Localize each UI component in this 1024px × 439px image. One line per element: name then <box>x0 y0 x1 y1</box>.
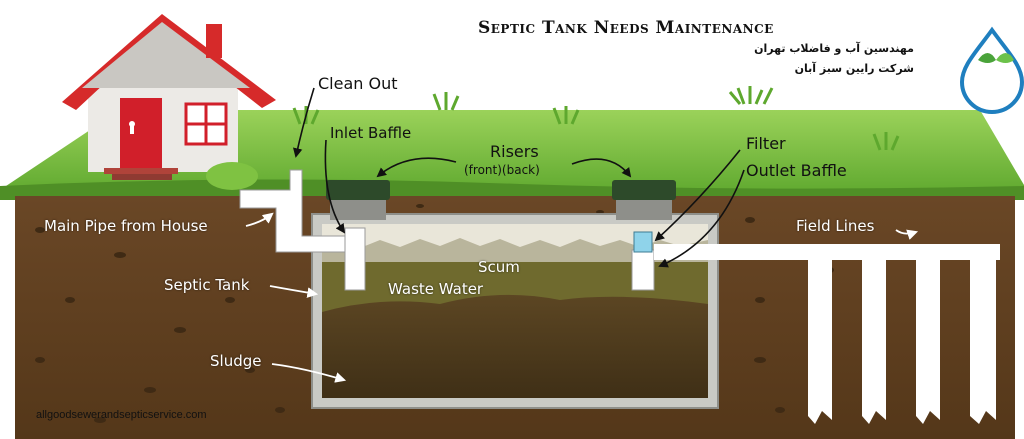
label-main-pipe: Main Pipe from House <box>44 217 208 235</box>
leader-arrows-white <box>245 212 919 383</box>
riser-front <box>326 180 390 220</box>
label-scum: Scum <box>478 258 520 276</box>
arrow-filter <box>654 149 741 242</box>
label-filter: Filter <box>746 134 786 153</box>
company-name-line2: شرکت رایین سبز آبان <box>794 62 914 75</box>
arrow-sludge <box>271 363 347 383</box>
arrow-main-pipe <box>245 212 274 227</box>
outlet-pipe <box>654 244 1000 260</box>
arrow-riser-back <box>571 158 632 178</box>
outlet-baffle <box>631 249 655 291</box>
label-inlet-baffle: Inlet Baffle <box>330 124 412 142</box>
filter <box>633 231 653 253</box>
grass-tufts <box>292 86 900 151</box>
company-name-line1: مهندسین آب و فاضلاب تهران <box>754 42 914 55</box>
label-risers-front-back: (front)(back) <box>464 163 540 177</box>
sludge-layer <box>322 294 708 398</box>
logo-icon <box>959 26 1024 114</box>
label-waste-water: Waste Water <box>388 280 484 298</box>
arrow-field-lines <box>895 229 919 240</box>
label-risers: Risers <box>490 142 539 161</box>
house <box>62 14 276 180</box>
leader-arrows <box>292 87 745 268</box>
arrow-clean-out <box>292 87 315 158</box>
arrow-inlet-baffle <box>324 139 346 234</box>
bush <box>206 162 258 190</box>
label-outlet-baffle: Outlet Baffle <box>746 161 847 180</box>
scum-layer <box>322 238 708 262</box>
label-sludge: Sludge <box>210 352 262 370</box>
diagram-title: Septic Tank Needs Maintenance <box>478 18 774 38</box>
label-clean-out: Clean Out <box>318 74 398 93</box>
riser-back <box>612 180 676 220</box>
arrow-outlet-baffle <box>658 169 745 268</box>
source-url: allgoodsewerandsepticservice.com <box>36 409 207 421</box>
arrow-septic-tank <box>269 285 319 298</box>
field-lines <box>808 258 996 424</box>
label-field-lines: Field Lines <box>796 217 875 235</box>
inlet-baffle <box>344 227 366 291</box>
label-septic-tank: Septic Tank <box>164 276 250 294</box>
arrow-riser-front <box>376 157 457 178</box>
house-door <box>120 98 162 168</box>
